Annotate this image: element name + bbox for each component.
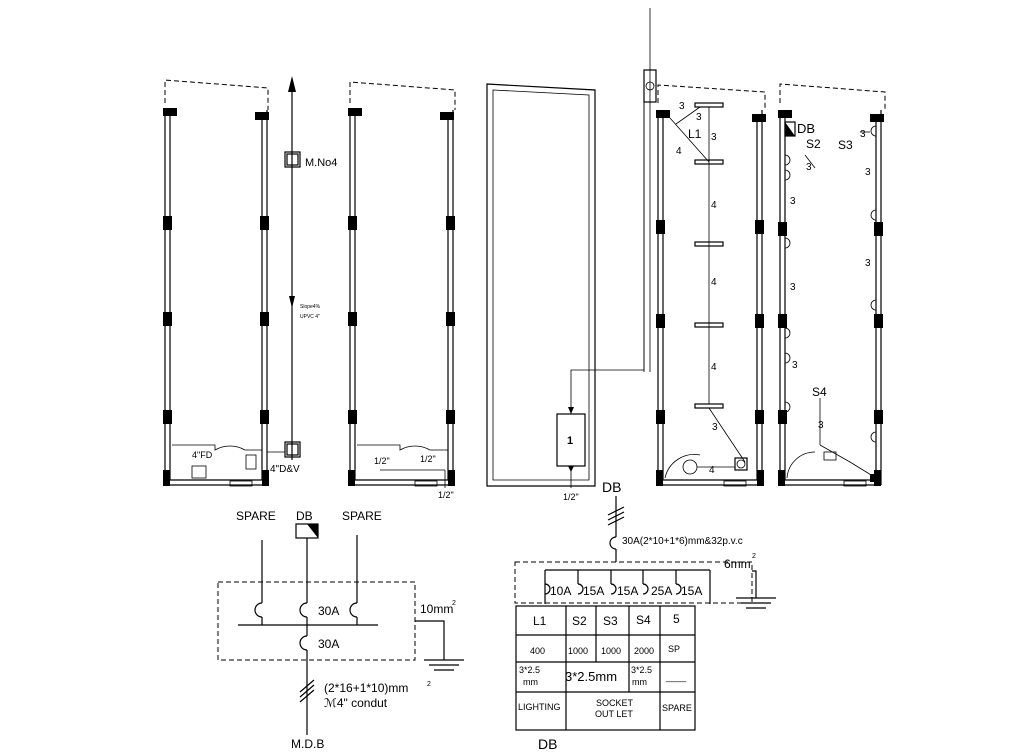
cell-circuit-s4: S4 <box>636 613 651 627</box>
cell-load-s4: 2000 <box>634 646 654 656</box>
spare-left-label: SPARE <box>236 509 276 523</box>
plan-plumbing: M.No4 Slope4% UPVC 4" 4"D&V 4"FD <box>163 76 337 487</box>
plan-lighting: 3 3 L1 3 4 4 4 4 3 4 <box>656 84 766 487</box>
sock-num-3b: 3 <box>806 162 812 173</box>
socket-s4: S4 <box>812 385 827 399</box>
feeder-label: 30A(2*10+1*6)mm&32p.v.c <box>622 536 743 547</box>
schedule-earth: 6mm <box>724 557 751 571</box>
breaker-1: 10A <box>550 584 571 598</box>
num-4c: 4 <box>711 277 717 288</box>
sock-num-3a: 3 <box>860 129 866 140</box>
cell-circuit-s2: S2 <box>572 614 587 628</box>
sock-num-3e: 3 <box>865 258 871 269</box>
plan-riser: 1 1/2" <box>486 8 657 502</box>
num-4a: 4 <box>676 146 682 157</box>
sock-num-3f: 3 <box>790 282 796 293</box>
num-3c: 3 <box>711 132 717 143</box>
mdb-label: M.D.B <box>291 737 324 751</box>
sock-num-3g: 3 <box>792 360 798 371</box>
socket-s3: S3 <box>838 138 853 152</box>
main-db-label: DB <box>296 509 313 523</box>
main-earth-sup: 2 <box>452 600 456 607</box>
cell-type-socket-2: OUT LET <box>595 709 633 719</box>
sock-num-3d: 3 <box>790 196 796 207</box>
cell-load-sp: SP <box>668 644 680 654</box>
sock-num-3h: 3 <box>818 420 824 431</box>
cell-load-l1: 400 <box>530 646 545 656</box>
circuit-table: L1 S2 S3 S4 5 400 1000 1000 2000 SP 3*2.… <box>515 605 696 731</box>
circuit-l1: L1 <box>688 127 702 141</box>
main-cable-sup: 2 <box>427 681 431 688</box>
cell-type-socket-1: SOCKET <box>596 698 634 708</box>
schedule-earth-sup: 2 <box>752 553 756 560</box>
cell-circuit-l1: L1 <box>533 614 547 628</box>
pipe-size-3: 1/2" <box>438 490 454 500</box>
riser-pipe-size: 1/2" <box>563 492 579 502</box>
spare-right-label: SPARE <box>342 509 382 523</box>
cell-cable-s4-unit: mm <box>632 677 647 687</box>
cell-cable-l1: 3*2.5 <box>519 665 540 675</box>
num-3a: 3 <box>679 101 685 112</box>
cell-circuit-s3: S3 <box>603 614 618 628</box>
num-4d: 4 <box>711 362 717 373</box>
plan-sockets: DB S2 S3 S4 3 3 3 3 3 3 3 3 <box>778 83 886 487</box>
cell-cable-spare: ____ <box>665 672 687 682</box>
main-cable-label: (2*16+1*10)mm <box>324 681 408 695</box>
num-3d: 3 <box>712 422 718 433</box>
upvc-label: UPVC 4" <box>300 314 320 320</box>
main-panel-diagram: SPARE DB SPARE 30A 30A 10mm 2 (2*16+1*10… <box>217 509 464 751</box>
cell-type-spare: SPARE <box>662 703 692 713</box>
db-schedule: DB 30A(2*10+1*6)mm&32p.v.c 10A 15A 15A 2… <box>514 479 776 752</box>
breaker-3: 15A <box>617 584 638 598</box>
breaker-4: 25A <box>651 584 672 598</box>
socket-s2: S2 <box>806 137 821 151</box>
pipe-size-1: 1/2" <box>374 456 390 466</box>
socket-db-label: DB <box>797 121 815 136</box>
sock-num-3c: 3 <box>865 167 871 178</box>
main-earth-label: 10mm <box>420 602 453 616</box>
cell-cable-socket: 3*2.5mm <box>565 669 617 684</box>
breaker-5: 15A <box>681 584 702 598</box>
num-4b: 4 <box>711 200 717 211</box>
cell-load-s2: 1000 <box>568 646 588 656</box>
cell-load-s3: 1000 <box>601 646 621 656</box>
riser-box-label: 1 <box>567 435 573 447</box>
breaker-30a-bottom: 30A <box>318 637 339 651</box>
manhole-label: M.No4 <box>305 157 337 169</box>
num-4e: 4 <box>709 465 715 476</box>
main-conduit-label: ℳ4" condut <box>324 696 388 710</box>
slope-label: Slope4% <box>300 304 321 310</box>
cell-type-lighting: LIGHTING <box>518 702 561 712</box>
plan-water: 1/2" 1/2" 1/2" <box>348 81 456 500</box>
fd-label: 4"FD <box>192 450 213 460</box>
cell-circuit-5: 5 <box>673 612 680 626</box>
dv-label: 4"D&V <box>270 464 300 475</box>
schedule-db-top: DB <box>602 479 621 495</box>
cell-cable-l1-unit: mm <box>523 677 538 687</box>
cell-cable-s4: 3*2.5 <box>631 665 652 675</box>
breaker-2: 15A <box>583 584 604 598</box>
schedule-db-bottom: DB <box>538 736 557 752</box>
pipe-size-2: 1/2" <box>420 454 436 464</box>
breaker-30a-top: 30A <box>318 604 339 618</box>
num-3b: 3 <box>696 112 702 123</box>
